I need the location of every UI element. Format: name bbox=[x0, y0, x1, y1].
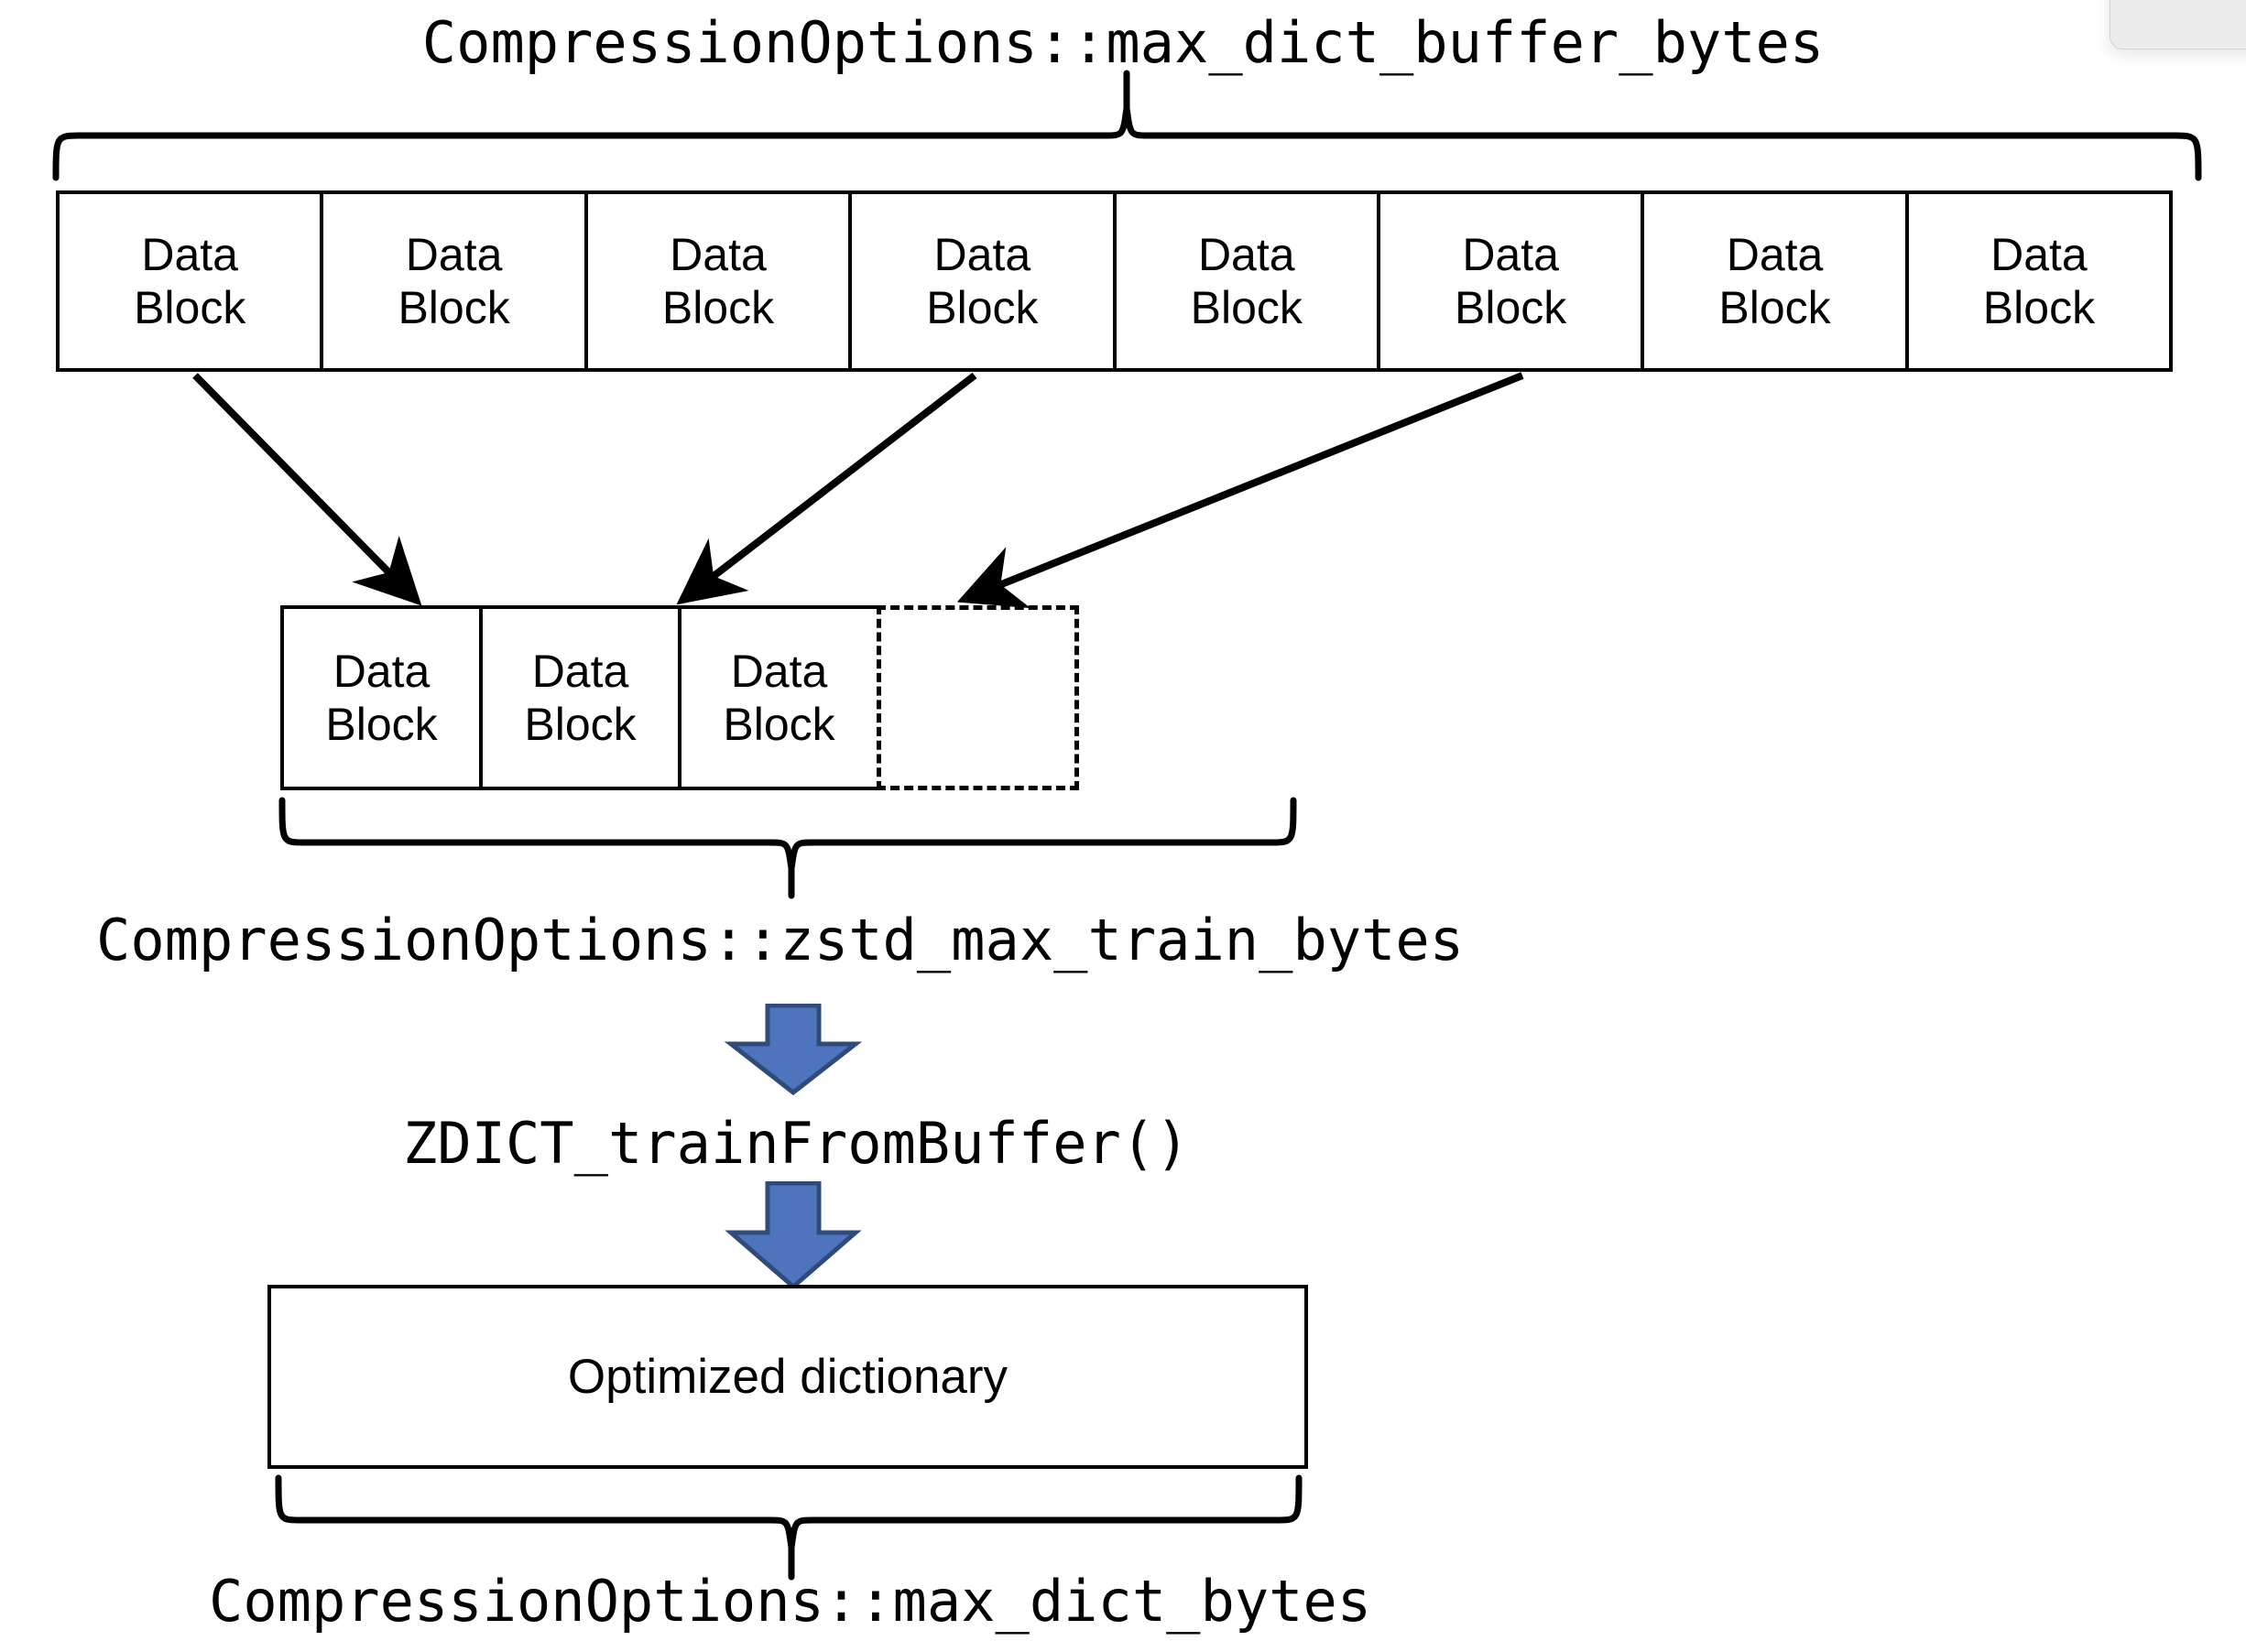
caption-max-dict-bytes: CompressionOptions::max_dict_bytes bbox=[209, 1568, 1372, 1635]
data-block-line2: Block bbox=[398, 282, 510, 333]
data-block: Data Block bbox=[479, 605, 681, 790]
optimized-dictionary-box: Optimized dictionary bbox=[267, 1285, 1308, 1469]
data-block: Data Block bbox=[280, 605, 483, 790]
blue-process-arrow-down-2 bbox=[725, 1181, 862, 1289]
data-block: Data Block bbox=[583, 190, 853, 372]
caption-zstd-max-train-bytes: CompressionOptions::zstd_max_train_bytes bbox=[96, 907, 1465, 973]
data-block-line2: Block bbox=[1718, 282, 1831, 333]
data-block: Data Block bbox=[678, 605, 880, 790]
top-caption-max-dict-buffer-bytes: CompressionOptions::max_dict_buffer_byte… bbox=[421, 9, 1825, 76]
data-block: Data Block bbox=[320, 190, 588, 372]
data-block-line1: Data bbox=[730, 646, 828, 697]
empty-data-block-placeholder bbox=[877, 605, 1079, 790]
data-block-line1: Data bbox=[141, 229, 238, 280]
data-block-line2: Block bbox=[926, 282, 1039, 333]
data-block-line1: Data bbox=[405, 229, 503, 280]
data-block-line2: Block bbox=[524, 699, 637, 750]
data-block: Data Block bbox=[56, 190, 324, 372]
training-data-block-row: Data Block Data Block Data Block bbox=[280, 605, 1090, 790]
caption-zdict-train-from-buffer: ZDICT_trainFromBuffer() bbox=[403, 1110, 1190, 1177]
corner-ui-panel bbox=[2110, 0, 2246, 49]
data-block-line1: Data bbox=[1726, 229, 1824, 280]
data-block-line2: Block bbox=[723, 699, 835, 750]
brace-bottom-max-dict-bytes bbox=[275, 1474, 1303, 1551]
brace-top-max-dict-buffer-bytes bbox=[52, 104, 2202, 181]
data-block-line1: Data bbox=[531, 646, 629, 697]
data-block-line1: Data bbox=[333, 646, 431, 697]
data-block-line1: Data bbox=[1990, 229, 2088, 280]
sampling-arrow-3 bbox=[956, 372, 1524, 609]
data-block-line1: Data bbox=[933, 229, 1031, 280]
sampling-arrow-1 bbox=[192, 373, 422, 606]
data-block: Data Block bbox=[1904, 190, 2174, 372]
data-block-line2: Block bbox=[1455, 282, 1567, 333]
data-block: Data Block bbox=[1376, 190, 1645, 372]
data-block-line2: Block bbox=[134, 282, 246, 333]
data-block-line1: Data bbox=[1197, 229, 1295, 280]
top-data-block-row: Data Block Data Block Data Block Data Bl… bbox=[56, 190, 2198, 372]
data-block-line1: Data bbox=[670, 229, 767, 280]
sampling-arrow-2 bbox=[676, 372, 977, 605]
brace-mid-zstd-max-train-bytes bbox=[278, 797, 1297, 872]
data-block-line2: Block bbox=[325, 699, 438, 750]
data-block: Data Block bbox=[1641, 190, 1909, 372]
data-block-line1: Data bbox=[1462, 229, 1559, 280]
data-block: Data Block bbox=[848, 190, 1117, 372]
optimized-dictionary-label: Optimized dictionary bbox=[567, 1350, 1009, 1404]
data-block-line2: Block bbox=[661, 282, 775, 333]
data-block-line2: Block bbox=[1190, 282, 1303, 333]
data-block: Data Block bbox=[1112, 190, 1380, 372]
blue-process-arrow-down-1 bbox=[724, 1004, 863, 1095]
data-block-line2: Block bbox=[1982, 282, 2096, 333]
